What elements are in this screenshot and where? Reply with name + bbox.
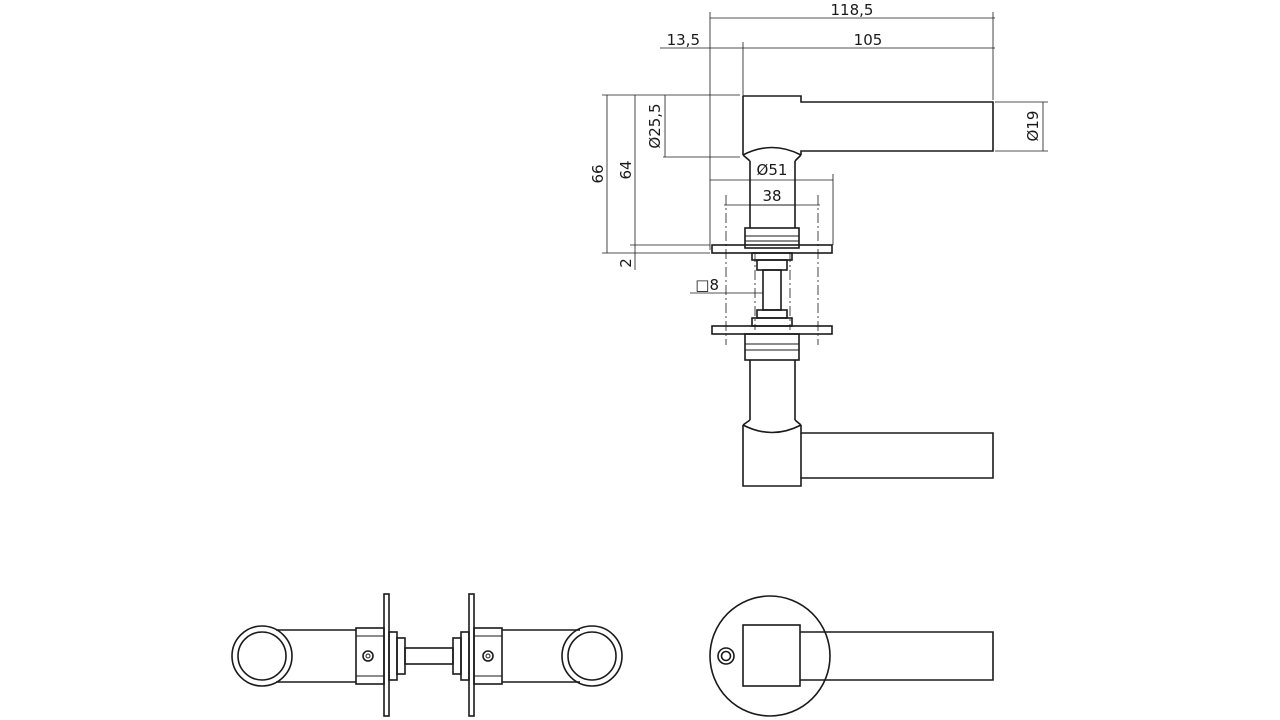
- dim-lever-diameter: Ø19: [1024, 111, 1042, 142]
- dim-total-length: 118,5: [831, 1, 874, 19]
- lower-rose: [711, 325, 833, 335]
- dim-neck-diameter: Ø25,5: [646, 103, 664, 148]
- lower-lever: [742, 333, 994, 487]
- dimension-lines: [602, 12, 1048, 294]
- dim-height-outer: 66: [589, 164, 607, 183]
- dim-lever-length: 105: [854, 31, 883, 49]
- spindle: [751, 252, 793, 327]
- dim-height-inner: 64: [617, 160, 635, 179]
- dim-rose-thickness: 2: [617, 258, 635, 268]
- top-view: [231, 593, 623, 717]
- side-elevation: [711, 95, 994, 487]
- front-view: [709, 595, 994, 717]
- dim-inner-diameter: 38: [762, 187, 781, 205]
- dim-spindle: □8: [695, 276, 719, 294]
- dim-rose-diameter: Ø51: [757, 161, 788, 179]
- upper-lever: [742, 95, 994, 249]
- dim-rose-offset: 13,5: [667, 31, 700, 49]
- upper-rose: [711, 244, 833, 254]
